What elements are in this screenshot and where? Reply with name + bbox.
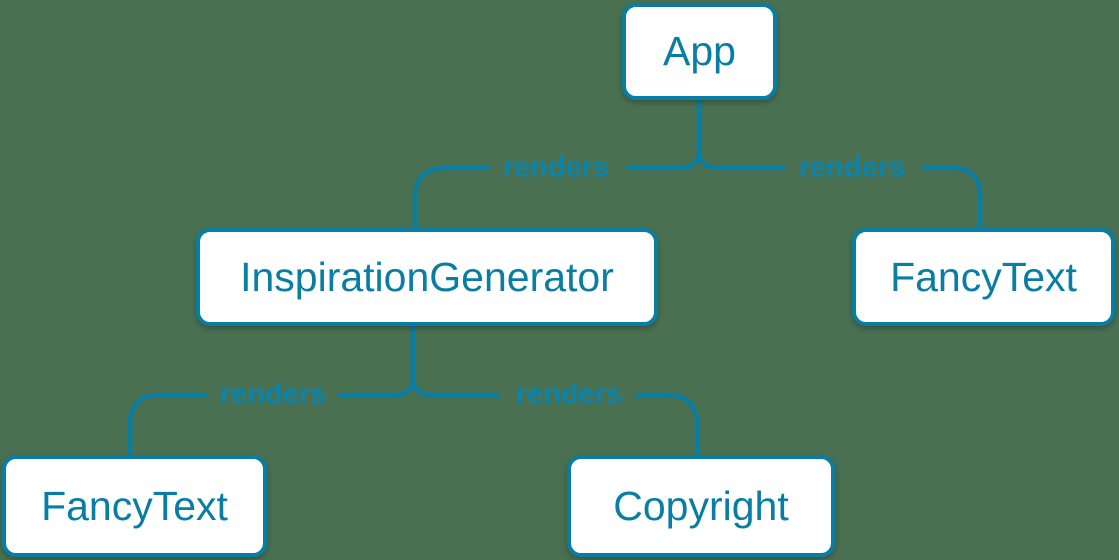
node-inspiration-generator: InspirationGenerator bbox=[196, 228, 658, 326]
node-app: App bbox=[622, 3, 777, 100]
edge-app-to-fancytext bbox=[696, 97, 983, 231]
node-fancy-text-top: FancyText bbox=[852, 228, 1115, 326]
node-copyright: Copyright bbox=[567, 455, 835, 557]
edge-inspirationgenerator-to-copyright bbox=[410, 323, 700, 458]
edge-label-app-inspirationgenerator: renders bbox=[502, 151, 610, 184]
node-fancy-text-bottom: FancyText bbox=[2, 455, 267, 557]
edge-label-inspirationgenerator-copyright: renders bbox=[515, 378, 623, 411]
edge-label-inspirationgenerator-fancytext: renders bbox=[219, 378, 327, 411]
edge-label-app-fancytext: renders bbox=[798, 151, 906, 184]
